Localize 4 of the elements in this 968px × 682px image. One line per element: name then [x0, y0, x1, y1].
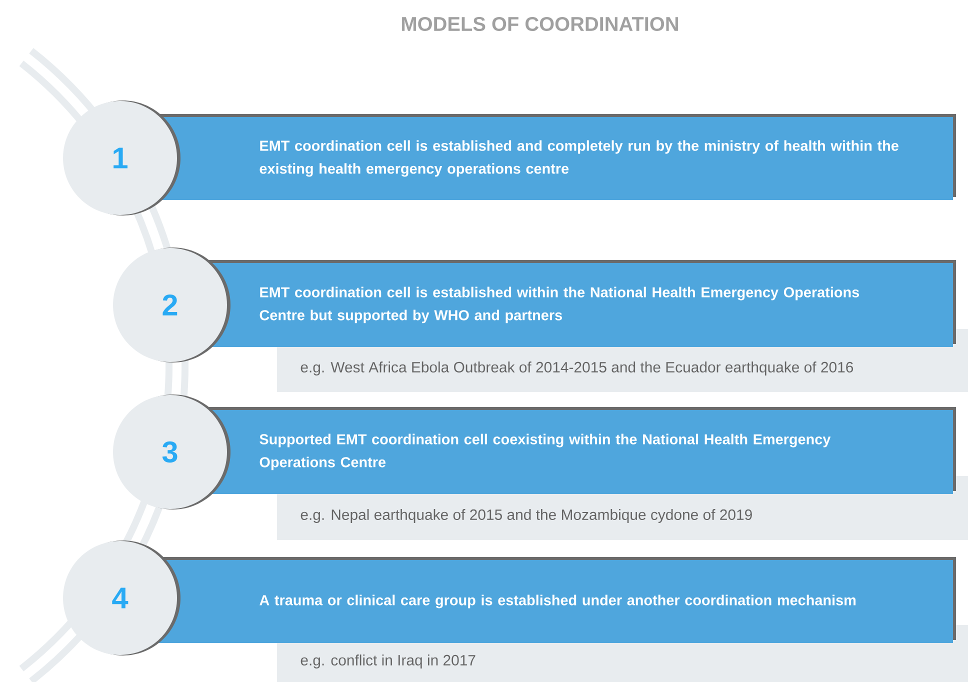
example-box: e.g. Nepal earthquake of 2015 and the Mozambique cydone of 2019 — [277, 476, 968, 540]
example-box: e.g. conflict in Iraq in 2017 — [277, 624, 968, 682]
title: MODELS OF COORDINATION — [402, 16, 678, 32]
example-box: e.g. West Africa Ebola Outbreak of 2014-2015 and the Ecuador earthquake of 2016 — [277, 328, 968, 392]
